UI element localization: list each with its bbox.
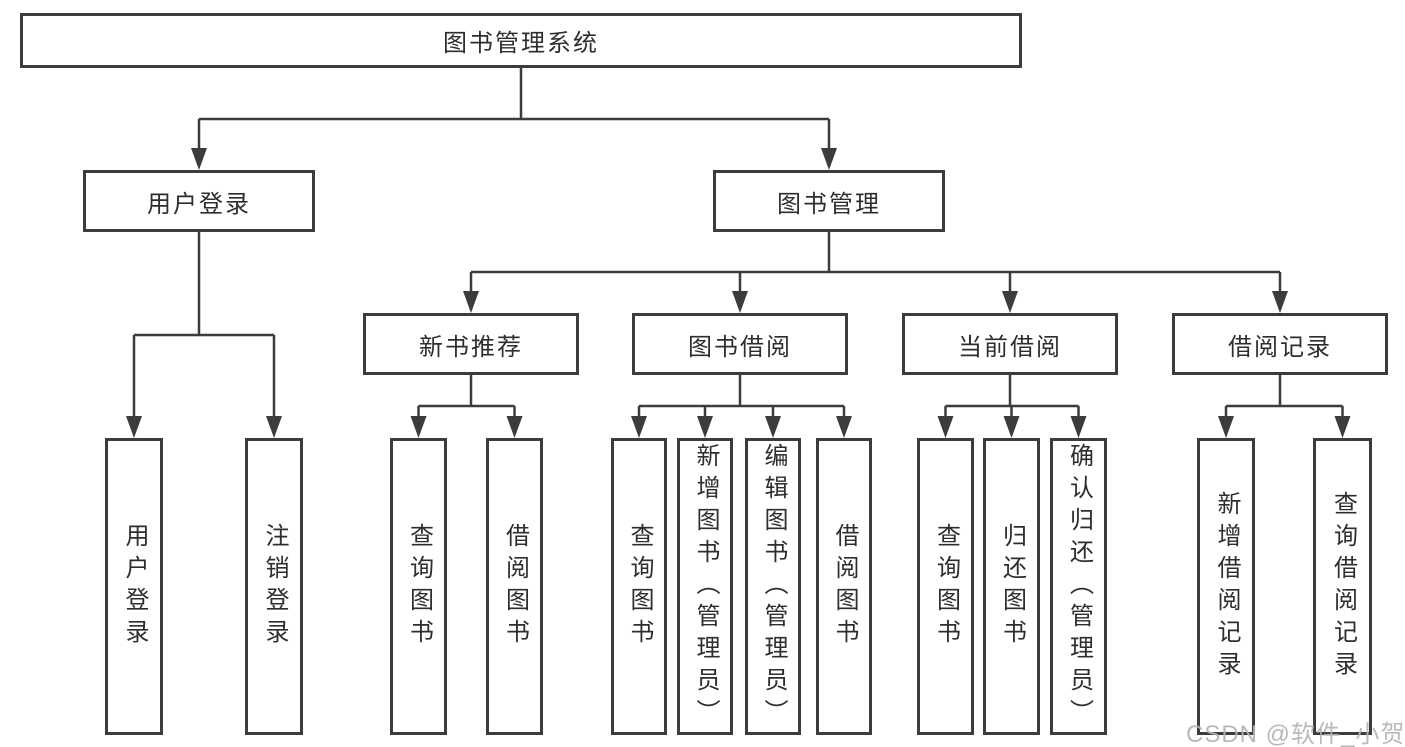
leaf-return-books: 归还图书 [983,438,1040,735]
leaf-user-login-label: 用户登录 [121,522,148,651]
leaf-newbook-query-books-label: 查询图书 [405,522,433,651]
connector-root [197,68,831,150]
connector-user-login [132,232,276,418]
leaf-add-books-admin: 新增图书（管理员） [677,438,733,735]
leaf-edit-books-admin: 编辑图书（管理员） [745,438,801,735]
leaf-query-borrow-record: 查询借阅记录 [1313,438,1372,735]
node-book-borrowing: 图书借阅 [632,313,848,375]
connector-borrow-records [1224,375,1344,418]
leaf-newbook-borrow-books-label: 借阅图书 [501,522,529,651]
leaf-newbook-borrow-books: 借阅图书 [486,438,543,735]
leaf-query-borrow-record-label: 查询借阅记录 [1329,490,1357,683]
leaf-confirm-return-admin-label: 确认归还（管理员） [1065,442,1093,731]
leaf-borrow-books: 借阅图书 [816,438,872,735]
node-current-borrowing: 当前借阅 [902,313,1118,375]
leaf-newbook-query-books: 查询图书 [390,438,447,735]
leaf-add-books-admin-label: 新增图书（管理员） [692,442,719,731]
node-book-management: 图书管理 [713,170,945,232]
connector-new-book [417,375,516,418]
watermark: CSDN @软件_小贺同学 [1186,721,1405,747]
node-borrowing-records: 借阅记录 [1172,313,1388,375]
leaf-current-query-books-label: 查询图书 [932,522,960,651]
leaf-logout: 注销登录 [245,438,303,735]
node-new-book-recommend: 新书推荐 [363,313,579,375]
leaf-borrow-books-label: 借阅图书 [831,522,858,651]
node-library-management-system: 图书管理系统 [20,13,1022,68]
connector-current-borrow [944,375,1080,418]
leaf-edit-books-admin-label: 编辑图书（管理员） [760,442,787,731]
leaf-return-books-label: 归还图书 [998,522,1026,651]
leaf-borrow-query-books: 查询图书 [611,438,667,735]
leaf-user-login: 用户登录 [105,438,163,735]
leaf-confirm-return-admin: 确认归还（管理员） [1050,438,1107,735]
connector-book-management [469,232,1282,292]
node-user-login: 用户登录 [83,170,315,232]
connector-book-borrow [637,375,846,418]
leaf-borrow-query-books-label: 查询图书 [626,522,653,651]
leaf-add-borrow-record-label: 新增借阅记录 [1213,490,1240,683]
leaf-logout-label: 注销登录 [261,522,288,651]
leaf-current-query-books: 查询图书 [917,438,974,735]
leaf-add-borrow-record: 新增借阅记录 [1197,438,1255,735]
